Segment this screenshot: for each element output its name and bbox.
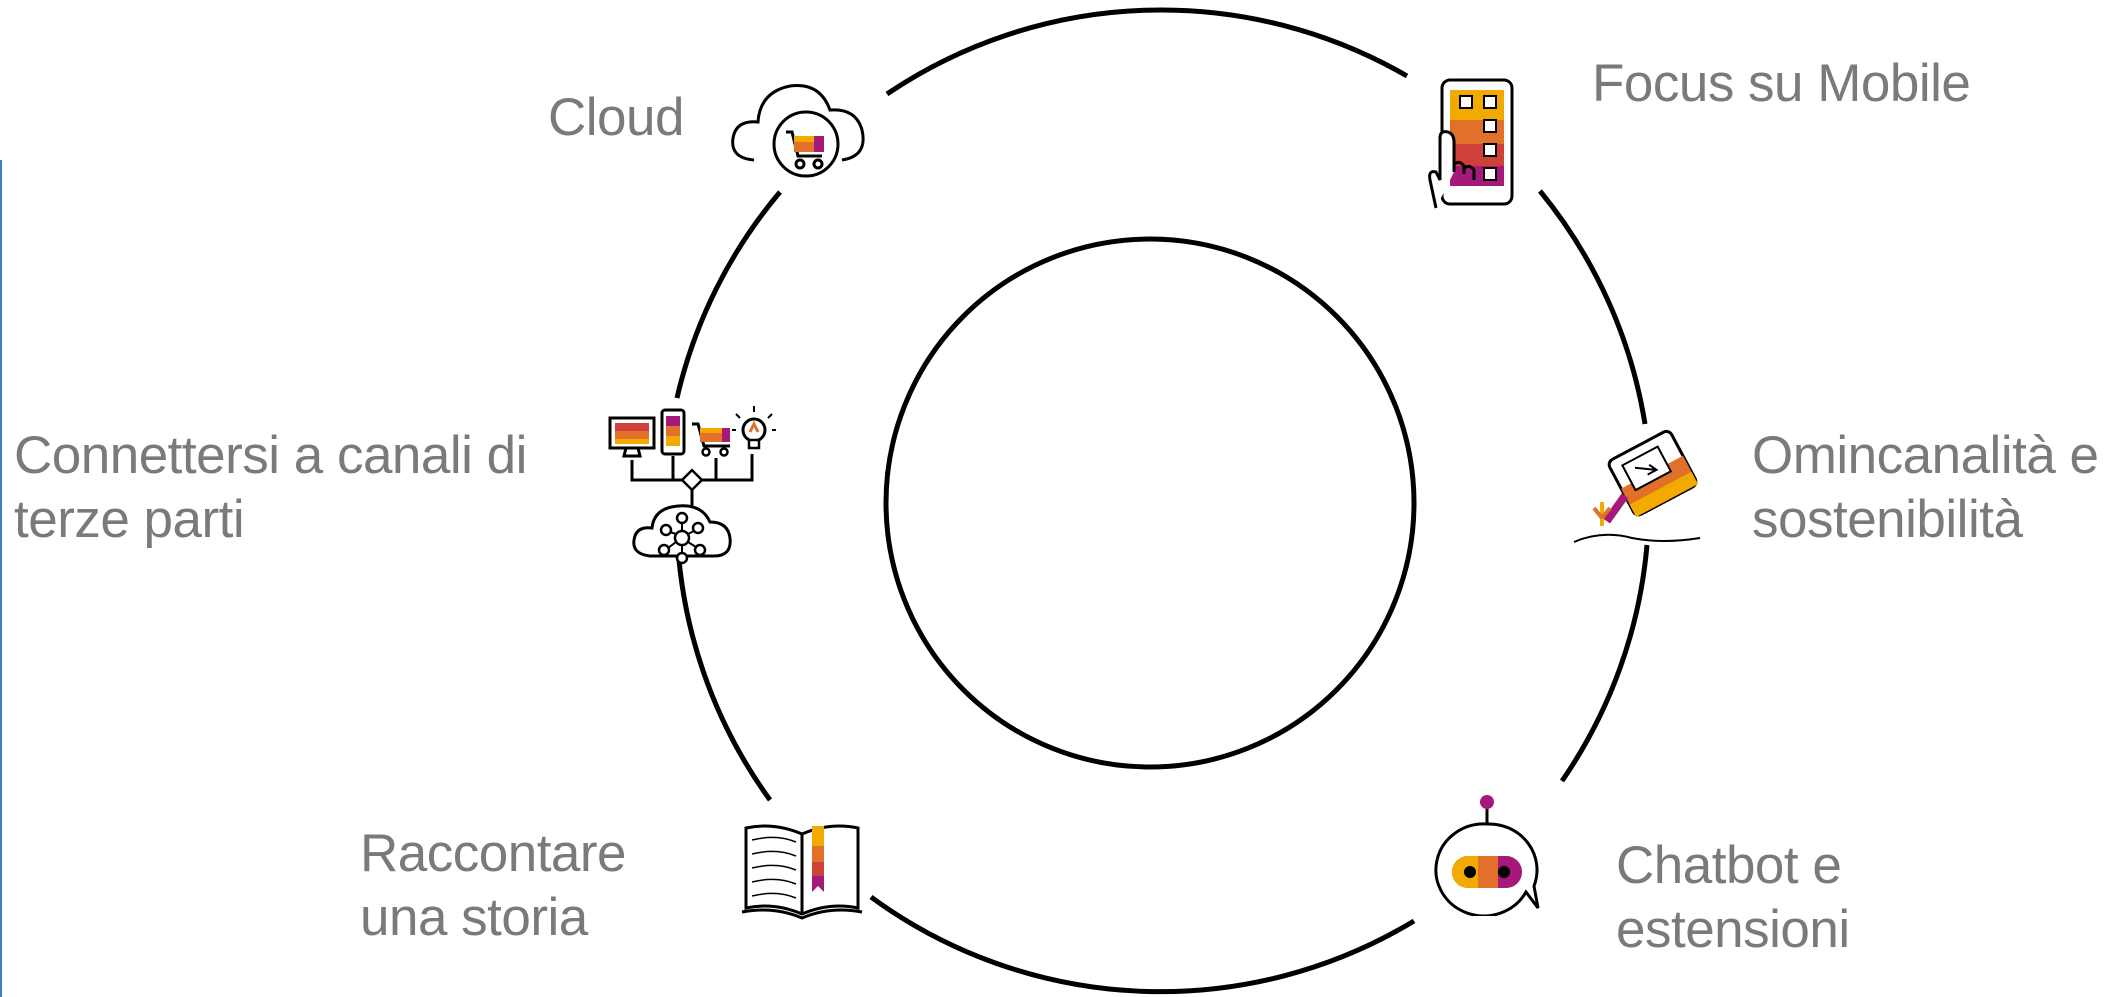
label-line: una storia	[360, 888, 588, 947]
chatbot-bubble-icon	[1434, 795, 1540, 916]
mobile-checklist-hand-icon	[1428, 78, 1514, 209]
node-label-channels: Connettersi a canali di terze parti	[14, 424, 527, 552]
label-line: Chatbot e	[1616, 836, 1842, 895]
connected-channels-network-icon	[608, 406, 776, 565]
label-line: Connettersi a canali di	[14, 426, 527, 485]
node-label-story: Raccontare una storia	[360, 822, 627, 950]
label-line: Raccontare	[360, 824, 627, 883]
label-line: Focus su Mobile	[1592, 54, 1971, 113]
node-label-mobile: Focus su Mobile	[1592, 52, 1971, 116]
outer-ring	[674, 7, 1650, 995]
open-book-icon	[741, 824, 863, 920]
label-line: sostenibilità	[1752, 490, 2023, 549]
cloud-cart-icon	[731, 84, 865, 178]
node-label-cloud: Cloud	[548, 86, 684, 150]
label-line: Cloud	[548, 88, 684, 147]
left-edge-line	[0, 160, 2, 997]
label-line: terze parti	[14, 490, 245, 549]
label-line: Omincanalità e	[1752, 426, 2099, 485]
label-line: estensioni	[1616, 900, 1850, 959]
watering-can-sprout-icon	[1573, 429, 1701, 543]
node-label-omnichannel: Omincanalità e sostenibilità	[1752, 424, 2099, 552]
inner-ring	[883, 236, 1417, 770]
node-label-chatbot: Chatbot e estensioni	[1616, 834, 1850, 962]
